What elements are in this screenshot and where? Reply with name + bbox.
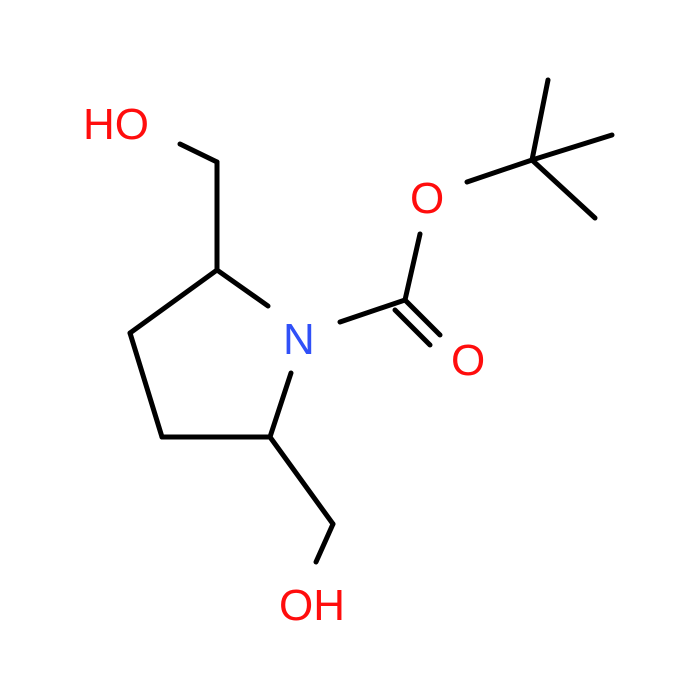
bond-carbonyl-c-ester-o <box>402 231 423 303</box>
atom-label-hydroxyl-bottom: OH <box>279 581 345 630</box>
bond-tbu-methyl-down <box>529 157 598 221</box>
bond-tbu-methyl-up <box>529 77 551 163</box>
bond-c5-ch2 <box>267 434 336 527</box>
bond-ring-c2-c3 <box>127 267 220 336</box>
bond-ring-c5-n <box>267 370 294 440</box>
bond-ring-c3-c4 <box>127 330 165 440</box>
atom-label-carbonyl-oxygen: O <box>451 336 485 385</box>
bond-ester-o-quaternary-c <box>464 157 535 185</box>
atom-label-hydroxyl-top: HO <box>83 100 149 149</box>
bond-ch2-o-bottom <box>313 521 336 565</box>
bond-carbonyl-double-1 <box>402 297 443 338</box>
atom-label-ester-oxygen: O <box>410 174 444 223</box>
bond-ring-n-c2 <box>214 267 271 309</box>
bond-n-carbonyl-c <box>337 297 408 325</box>
atom-label-nitrogen: N <box>283 315 315 364</box>
bond-carbonyl-double-2 <box>392 307 433 348</box>
bond-tbu-methyl-right <box>529 132 615 163</box>
bond-ch2-o-top <box>177 141 220 165</box>
